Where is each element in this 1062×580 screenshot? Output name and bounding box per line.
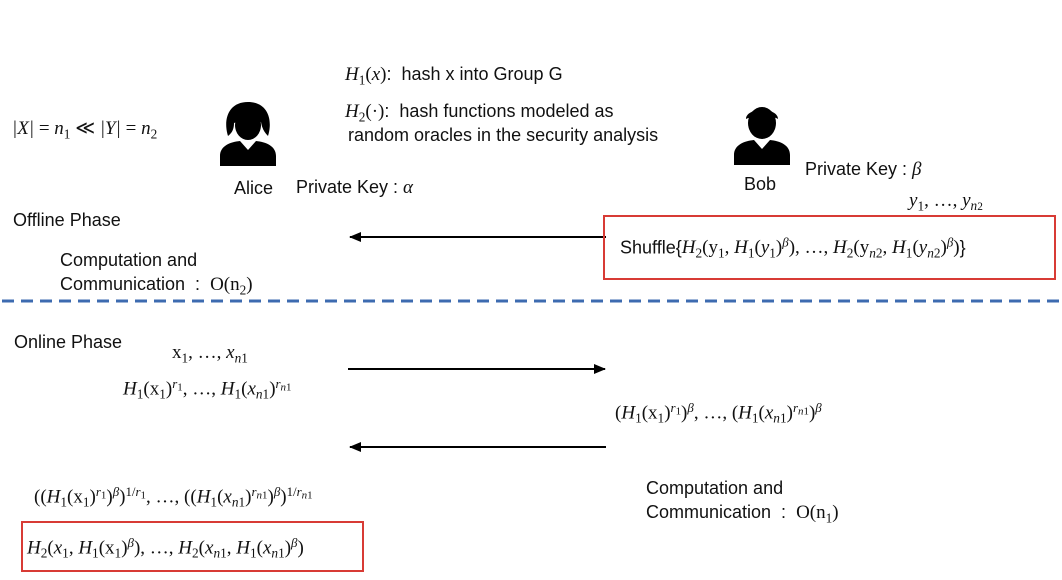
offline-cost-line2: Communication : O(n2) xyxy=(60,274,253,298)
offline-phase-title: Offline Phase xyxy=(13,210,121,230)
h2-definition-line1: H2(·): hash functions modeled as xyxy=(345,101,614,125)
alice-blinded-values: H1(x1)r1, …, H1(xn1)rn1 xyxy=(123,376,292,402)
h1-definition: H1(x): hash x into Group G xyxy=(345,64,563,88)
bob-name: Bob xyxy=(744,174,777,194)
person-male-icon xyxy=(734,107,790,165)
alice-unblind: ((H1(x1)r1)β)1/r1, …, ((H1(xn1)rn1)β)1/r… xyxy=(34,484,313,510)
person-female-icon xyxy=(220,102,276,166)
alice-name: Alice xyxy=(234,178,274,198)
bob-set: y1, …, yn2 xyxy=(909,190,983,214)
alice-result-box xyxy=(21,521,364,572)
offline-message-box xyxy=(603,215,1056,280)
alice-set: x1, …, xn1 xyxy=(172,342,248,366)
alice-private-key: Private Key : α xyxy=(296,177,414,198)
online-cost-line1: Computation and xyxy=(646,478,784,498)
offline-bob-message: Shuffle{H2(y1, H1(y1)β), …, H2(yn2, H1(y… xyxy=(620,235,966,261)
offline-cost-line1: Computation and xyxy=(60,250,198,270)
online-phase-title: Online Phase xyxy=(14,332,123,352)
set-sizes-label: |X| = n1 ≪ |Y| = n2 xyxy=(12,118,158,142)
h2-definition-line2: random oracles in the security analysis xyxy=(348,125,659,145)
online-cost-line2: Communication : O(n1) xyxy=(646,502,839,526)
bob-response: (H1(x1)r1)β, …, (H1(xn1)rn1)β xyxy=(615,400,822,426)
bob-private-key: Private Key : β xyxy=(805,159,922,180)
alice-result: H2(x1, H1(x1)β), …, H2(xn1, H1(xn1)β) xyxy=(27,535,304,561)
